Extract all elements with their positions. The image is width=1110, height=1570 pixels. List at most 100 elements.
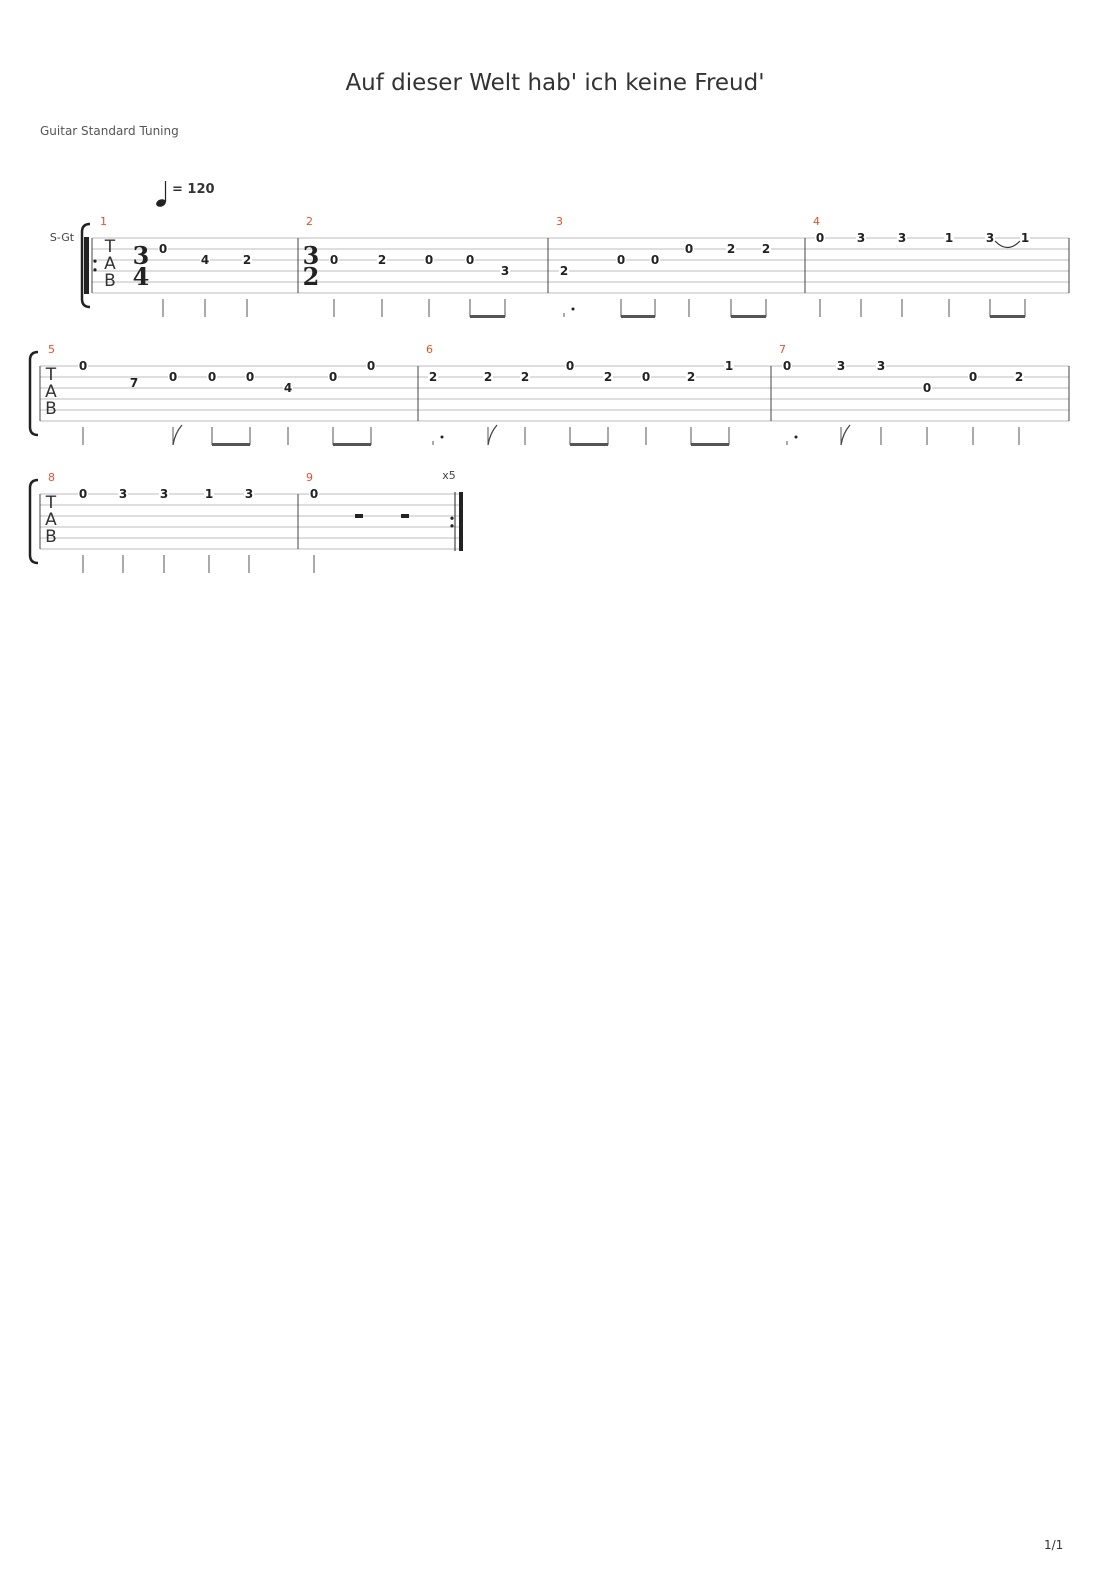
fret-bg — [1014, 371, 1024, 383]
fret-bg — [245, 371, 255, 383]
fret-number: 4 — [201, 253, 209, 267]
fret-number: 3 — [160, 487, 168, 501]
fret-number: 0 — [246, 370, 254, 384]
fret-bg — [565, 360, 575, 372]
fret-bg — [465, 254, 475, 266]
repeat-dot — [450, 516, 454, 520]
fret-bg — [686, 371, 696, 383]
fret-bg — [782, 360, 792, 372]
fret-bg — [159, 488, 169, 500]
measure-number: 1 — [100, 215, 107, 228]
fret-bg — [377, 254, 387, 266]
fret-number: 2 — [762, 242, 770, 256]
fret-number: 0 — [466, 253, 474, 267]
system-bracket — [28, 350, 39, 437]
fret-bg — [726, 243, 736, 255]
fret-bg — [968, 371, 978, 383]
time-signature-bottom: 4 — [133, 262, 150, 291]
measure-number: 7 — [779, 343, 786, 356]
fret-bg — [520, 371, 530, 383]
fret-bg — [424, 254, 434, 266]
fret-number: 3 — [898, 231, 906, 245]
fret-bg — [329, 254, 339, 266]
fret-number: 3 — [501, 264, 509, 278]
fret-number: 0 — [79, 359, 87, 373]
beam — [333, 443, 371, 446]
fret-bg — [200, 254, 210, 266]
page-number: 1/1 — [1044, 1538, 1064, 1552]
fret-number: 2 — [560, 264, 568, 278]
half-rest — [401, 514, 409, 518]
eighth-flag — [840, 424, 851, 446]
duration-dot — [794, 435, 798, 439]
repeat-start-thick — [84, 237, 89, 294]
fret-bg — [283, 382, 293, 394]
tab-clef-letter: B — [45, 527, 57, 547]
fret-number: 2 — [378, 253, 386, 267]
fret-number: 0 — [329, 370, 337, 384]
fret-number: 1 — [205, 487, 213, 501]
fret-bg — [650, 254, 660, 266]
fret-number: 1 — [725, 359, 733, 373]
eighth-rest: 7 — [130, 376, 138, 390]
eighth-flag — [487, 424, 498, 446]
measure-number: 2 — [306, 215, 313, 228]
beam — [990, 315, 1025, 318]
fret-number: 0 — [425, 253, 433, 267]
measure-number: 3 — [556, 215, 563, 228]
fret-bg — [168, 371, 178, 383]
fret-bg — [244, 488, 254, 500]
tab-clef-letter: A — [45, 382, 57, 402]
measure-number: 6 — [426, 343, 433, 356]
duration-dot — [571, 307, 575, 311]
song-title: Auf dieser Welt hab' ich keine Freud' — [345, 70, 765, 96]
measure-number: 5 — [48, 343, 55, 356]
fret-number: 1 — [945, 231, 953, 245]
beam — [691, 443, 729, 446]
fret-number: 0 — [159, 242, 167, 256]
repeat-count: x5 — [442, 469, 456, 482]
fret-bg — [684, 243, 694, 255]
system-bracket — [28, 478, 39, 565]
fret-bg — [328, 371, 338, 383]
fret-bg — [118, 488, 128, 500]
tab-clef-letter: B — [45, 399, 57, 419]
fret-number: 3 — [119, 487, 127, 501]
time-signature-top: 3 — [133, 241, 150, 270]
track-label: S-Gt — [50, 231, 75, 244]
fret-number: 0 — [969, 370, 977, 384]
system-bracket — [80, 222, 91, 309]
fret-number: 2 — [604, 370, 612, 384]
beam — [570, 443, 608, 446]
fret-number: 3 — [877, 359, 885, 373]
repeat-dot — [450, 524, 454, 528]
measure-number: 9 — [306, 471, 313, 484]
fret-bg — [856, 232, 866, 244]
beam — [621, 315, 655, 318]
time-signature-bottom: 2 — [303, 262, 320, 291]
fret-number: 3 — [986, 231, 994, 245]
fret-bg — [616, 254, 626, 266]
tab-clef-letter: A — [104, 254, 116, 274]
fret-number: 0 — [685, 242, 693, 256]
tempo-marking: = 120 — [172, 182, 215, 197]
measure-number: 8 — [48, 471, 55, 484]
time-signature-top: 3 — [303, 241, 320, 270]
fret-bg — [815, 232, 825, 244]
fret-bg — [836, 360, 846, 372]
tab-clef-letter: B — [104, 271, 116, 291]
fret-number: 2 — [484, 370, 492, 384]
tab-clef-letter: A — [45, 510, 57, 530]
fret-bg — [1020, 232, 1030, 244]
repeat-dot — [93, 268, 97, 272]
eighth-flag — [172, 424, 183, 446]
fret-number: 2 — [429, 370, 437, 384]
beam — [731, 315, 766, 318]
fret-number: 0 — [923, 381, 931, 395]
fret-number: 0 — [566, 359, 574, 373]
tab-clef-letter: T — [45, 493, 57, 513]
tuning-label: Guitar Standard Tuning — [40, 124, 179, 138]
